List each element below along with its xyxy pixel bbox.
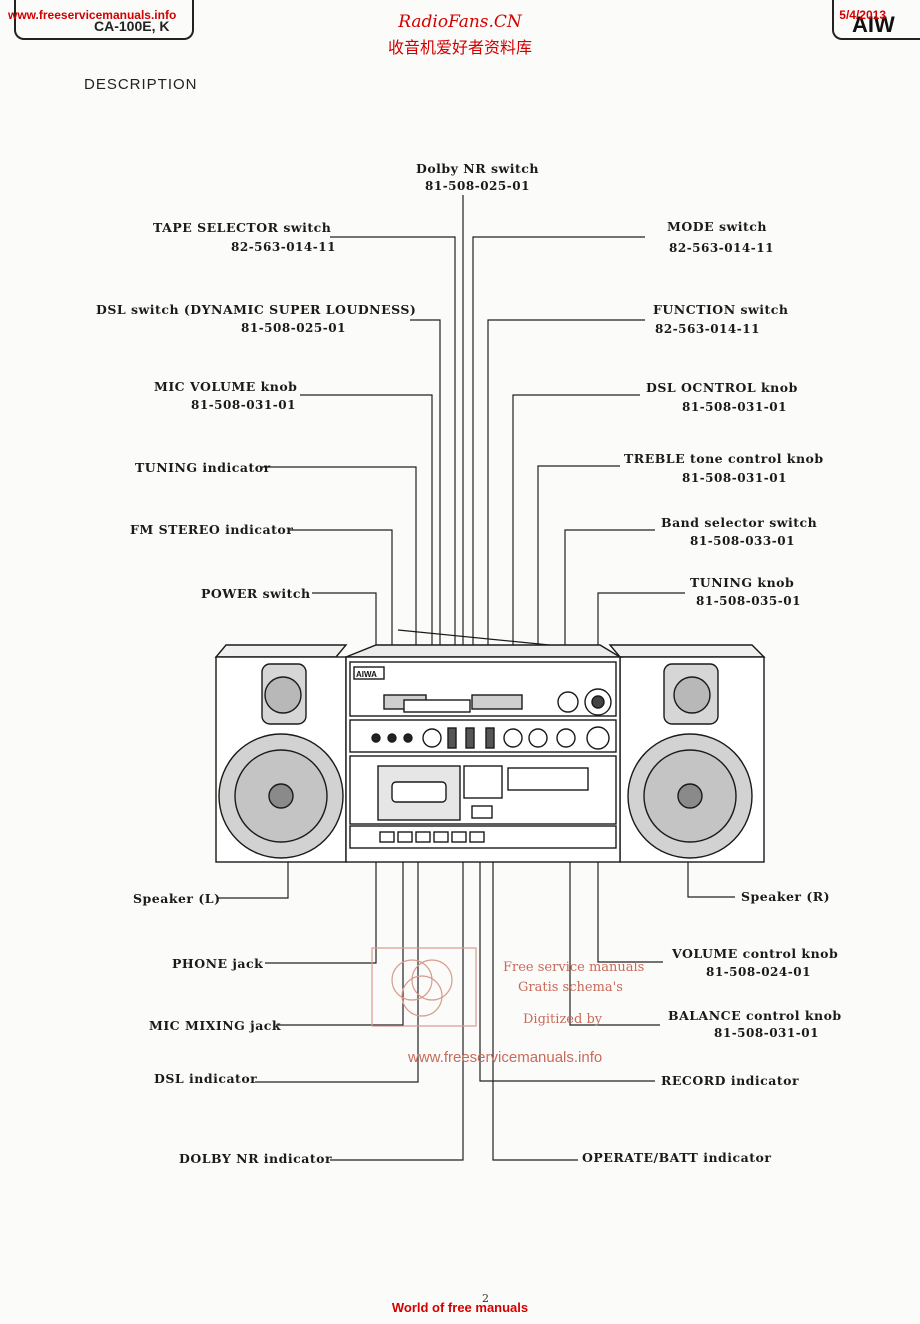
watermark-line-3: Digitized by (523, 1012, 603, 1027)
header-link[interactable]: www.freeservicemanuals.info (8, 8, 177, 22)
brand-tab (832, 0, 920, 40)
label-record-indicator: RECORD indicator (661, 1073, 800, 1088)
watermark-line-2: Gratis schema's (518, 980, 623, 995)
leader-mic-volume (300, 394, 433, 735)
label-band-selector-switch: Band selector switch (661, 515, 818, 530)
leader-operate-batt (492, 790, 578, 1161)
footer-text[interactable]: World of free manuals (391, 1300, 529, 1315)
leader-dolby-nr-indicator (330, 790, 464, 1161)
boombox (214, 629, 766, 863)
part-dsl-control-knob: 81-508-031-01 (682, 400, 787, 414)
device-brand-badge: AIWA (356, 670, 377, 679)
section-title: DESCRIPTION (84, 76, 198, 93)
label-dsl-control-knob: DSL OCNTROL knob (646, 380, 798, 395)
part-dolby-nr-switch: 81-508-025-01 (425, 179, 530, 193)
label-fm-stereo-indicator: FM STEREO indicator (130, 522, 294, 537)
part-band-selector-switch: 81-508-033-01 (690, 534, 795, 548)
label-volume-knob: VOLUME control knob (672, 946, 839, 961)
label-mode-switch: MODE switch (667, 219, 767, 234)
label-balance-knob: BALANCE control knob (668, 1008, 842, 1023)
part-dsl-switch: 81-508-025-01 (241, 321, 346, 335)
label-speaker-l: Speaker (L) (133, 891, 221, 906)
watermark-url: www.freeservicemanuals.info (408, 1049, 603, 1066)
label-treble-knob: TREBLE tone control knob (624, 451, 824, 466)
label-dsl-indicator: DSL indicator (154, 1071, 258, 1086)
model-tab (14, 0, 194, 40)
label-mic-mixing-jack: MIC MIXING jack (149, 1018, 282, 1033)
label-dsl-switch: DSL switch (DYNAMIC SUPER LOUDNESS) (96, 302, 417, 317)
site-subtitle: 收音机爱好者资料库 (387, 38, 532, 57)
watermark-stamp (371, 947, 477, 1027)
label-power-switch: POWER switch (201, 586, 311, 601)
leader-dsl-control (512, 394, 640, 735)
page-number: 2 (482, 1292, 489, 1305)
label-dolby-nr-indicator: DOLBY NR indicator (179, 1151, 333, 1166)
leader-mode (472, 236, 645, 735)
part-mic-volume-knob: 81-508-031-01 (191, 398, 296, 412)
part-function-switch: 82-563-014-11 (655, 322, 760, 336)
leader-fm-stereo (290, 529, 393, 670)
part-tuning-knob: 81-508-035-01 (696, 594, 801, 608)
leader-record (479, 790, 655, 1082)
label-tape-selector-switch: TAPE SELECTOR switch (153, 220, 332, 235)
leader-tuning-indicator (262, 466, 417, 700)
part-balance-knob: 81-508-031-01 (714, 1026, 819, 1040)
label-speaker-r: Speaker (R) (741, 889, 831, 904)
label-function-switch: FUNCTION switch (653, 302, 789, 317)
brand-name: AIW (852, 12, 895, 37)
site-title: RadioFans.CN (398, 12, 522, 32)
label-dolby-nr-switch: Dolby NR switch (416, 161, 539, 176)
leader-tape-selector (330, 236, 456, 700)
label-tuning-knob: TUNING knob (690, 575, 795, 590)
header-date: 5/4/2013 (839, 8, 886, 22)
label-mic-volume-knob: MIC VOLUME knob (154, 379, 298, 394)
label-phone-jack: PHONE jack (172, 956, 264, 971)
part-volume-knob: 81-508-024-01 (706, 965, 811, 979)
leader-function (487, 319, 645, 735)
part-mode-switch: 82-563-014-11 (669, 241, 774, 255)
leader-dsl-switch (410, 319, 441, 700)
label-operate-batt-indicator: OPERATE/BATT indicator (582, 1150, 772, 1165)
model-number: CA-100E, K (94, 18, 170, 34)
watermark-line-1: Free service manuals (503, 960, 645, 975)
part-treble-knob: 81-508-031-01 (682, 471, 787, 485)
part-tape-selector-switch: 82-563-014-11 (231, 240, 336, 254)
label-tuning-indicator: TUNING indicator (135, 460, 271, 475)
